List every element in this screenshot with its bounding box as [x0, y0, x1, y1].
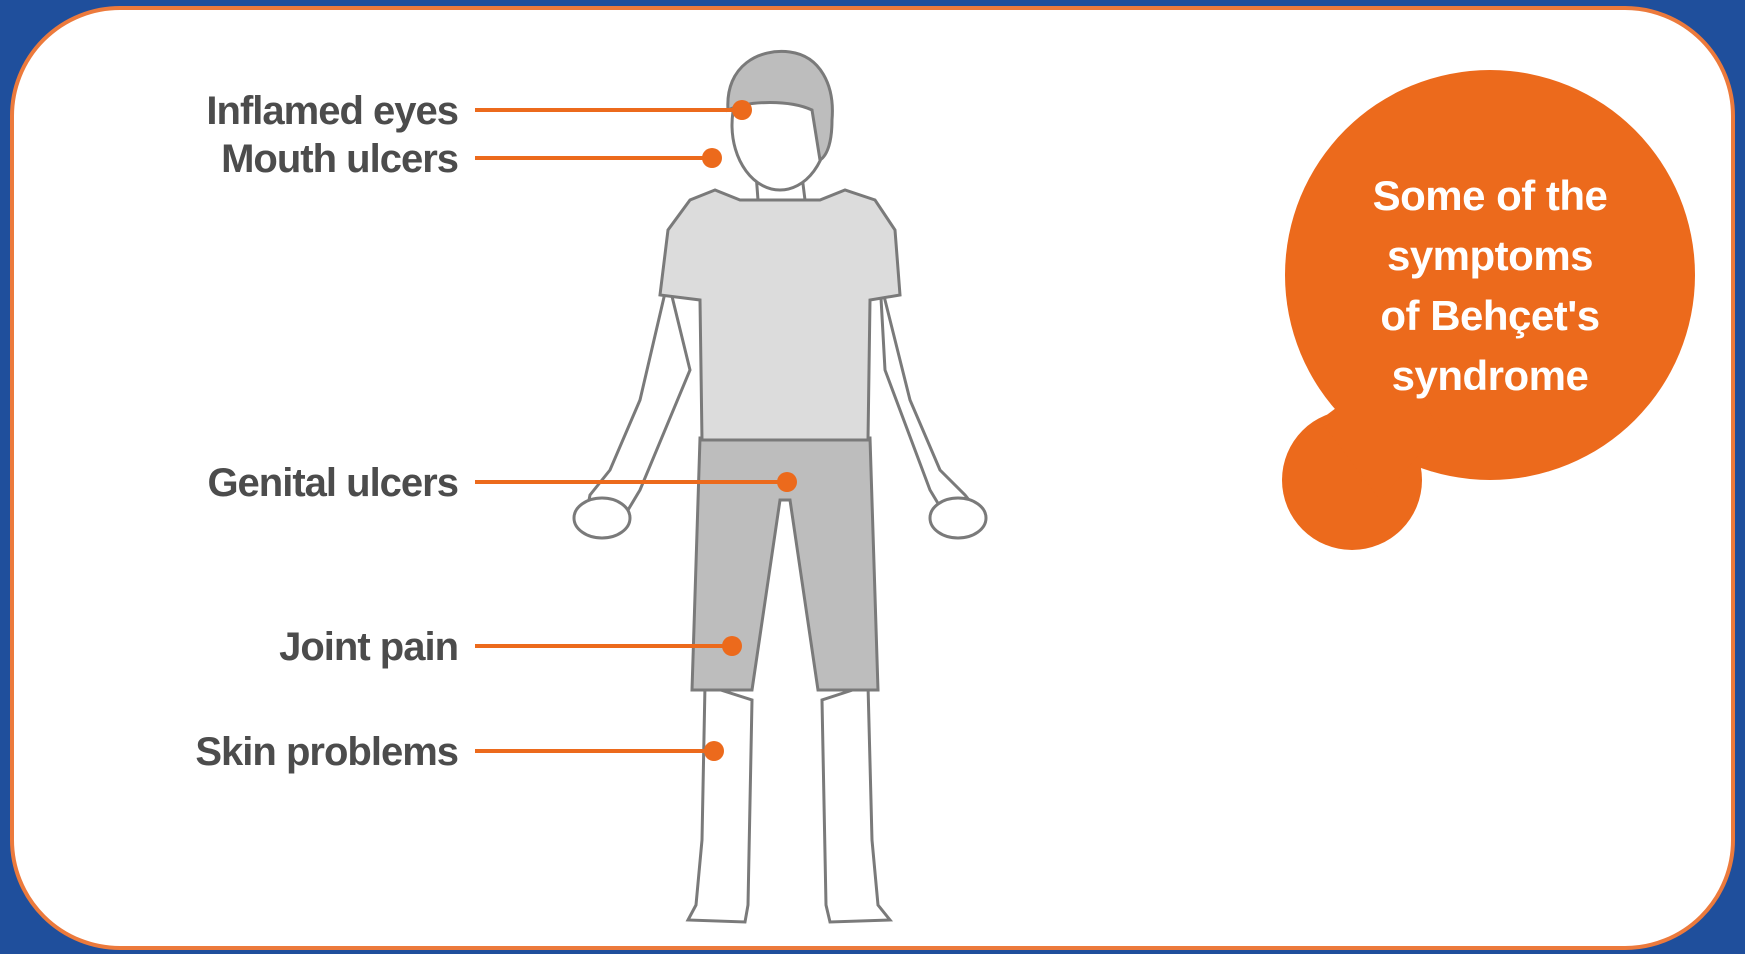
label-joint-pain: Joint pain: [279, 627, 458, 667]
bubble-line: symptoms: [1315, 226, 1665, 286]
lower-legs: [688, 685, 752, 922]
left-arm: [585, 280, 690, 530]
label-mouth-ulcers: Mouth ulcers: [221, 139, 458, 179]
bubble-caption: Some of the symptoms of Behçet's syndrom…: [1315, 166, 1665, 406]
genital-dot: [777, 472, 797, 492]
bubble-line: of Behçet's: [1315, 286, 1665, 346]
label-inflamed-eyes: Inflamed eyes: [206, 91, 458, 131]
mouth-dot: [702, 148, 722, 168]
right-arm: [880, 280, 985, 530]
label-skin-problems: Skin problems: [195, 732, 458, 772]
skin-dot: [704, 741, 724, 761]
bubble-line: Some of the: [1315, 166, 1665, 226]
label-genital-ulcers: Genital ulcers: [207, 463, 458, 503]
eye-dot: [732, 100, 752, 120]
joint-dot: [722, 636, 742, 656]
t-shirt: [660, 190, 900, 440]
bubble-line: syndrome: [1315, 346, 1665, 406]
